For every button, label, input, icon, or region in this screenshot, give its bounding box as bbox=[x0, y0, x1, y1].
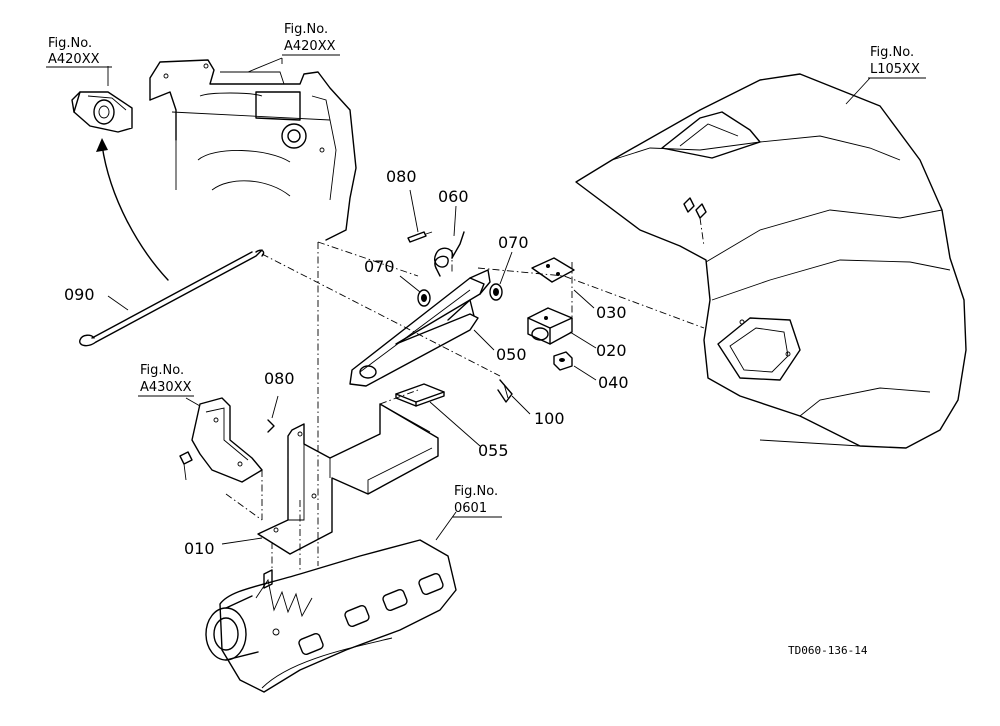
bracket-a430-drawing bbox=[179, 397, 263, 483]
part-label-050: 050 bbox=[496, 345, 527, 364]
part-label-080-top: 080 bbox=[386, 167, 417, 186]
housing-a420-drawing bbox=[149, 59, 357, 241]
part-label-055: 055 bbox=[478, 441, 509, 460]
fig-ref-a430: Fig.No. A430XX bbox=[138, 363, 194, 397]
plate-030-drawing bbox=[531, 257, 575, 283]
fig-ref-line2: 0601 bbox=[454, 501, 487, 516]
nut-040-drawing bbox=[553, 351, 573, 371]
pin-100-drawing bbox=[497, 379, 513, 403]
fig-ref-line2: L105XX bbox=[870, 62, 920, 77]
fig-ref-0601: Fig.No. 0601 bbox=[452, 484, 502, 518]
drawing-code: TD060-136-14 bbox=[788, 644, 868, 657]
bracket-010-drawing bbox=[257, 403, 439, 555]
pin-080-bottom-drawing bbox=[267, 419, 275, 433]
washer-070-right-drawing bbox=[489, 283, 503, 301]
part-label-080-bottom: 080 bbox=[264, 369, 295, 388]
fig-ref-line2: A420XX bbox=[48, 52, 100, 67]
mount-020-drawing bbox=[527, 307, 573, 345]
fig-ref-line2: A420XX bbox=[284, 39, 336, 54]
leader-lines bbox=[107, 57, 871, 545]
part-label-020: 020 bbox=[596, 341, 627, 360]
fig-ref-l105: Fig.No. L105XX bbox=[868, 45, 926, 79]
fig-ref-line1: Fig.No. bbox=[454, 484, 498, 499]
part-label-090: 090 bbox=[64, 285, 95, 304]
part-label-010: 010 bbox=[184, 539, 215, 558]
fig-ref-a420-top: Fig.No. A420XX bbox=[282, 22, 340, 56]
fig-ref-line1: Fig.No. bbox=[284, 22, 328, 37]
part-label-070-left: 070 bbox=[364, 257, 395, 276]
pin-080-top-drawing bbox=[407, 231, 433, 243]
spring-060-drawing bbox=[434, 231, 465, 277]
washer-070-left-drawing bbox=[417, 289, 431, 307]
pad-055-drawing bbox=[395, 383, 445, 407]
fig-ref-line1: Fig.No. bbox=[870, 45, 914, 60]
cover-l105-drawing bbox=[575, 73, 967, 449]
lever-050-drawing bbox=[349, 269, 491, 387]
fig-ref-line2: A430XX bbox=[140, 380, 192, 395]
bracket-a420-left-drawing bbox=[71, 91, 133, 133]
phantom-lines bbox=[225, 241, 705, 582]
part-label-030: 030 bbox=[596, 303, 627, 322]
manifold-0601-drawing bbox=[205, 539, 457, 693]
fig-ref-a420-left: Fig.No. A420XX bbox=[46, 36, 112, 68]
part-label-100: 100 bbox=[534, 409, 565, 428]
fig-ref-line1: Fig.No. bbox=[48, 36, 92, 51]
arrow-head bbox=[96, 138, 108, 152]
part-label-060: 060 bbox=[438, 187, 469, 206]
rod-090-drawing bbox=[79, 249, 265, 347]
part-label-040: 040 bbox=[598, 373, 629, 392]
arrow-090-to-a420 bbox=[101, 144, 169, 281]
fig-ref-line1: Fig.No. bbox=[140, 363, 184, 378]
part-label-070-right: 070 bbox=[498, 233, 529, 252]
